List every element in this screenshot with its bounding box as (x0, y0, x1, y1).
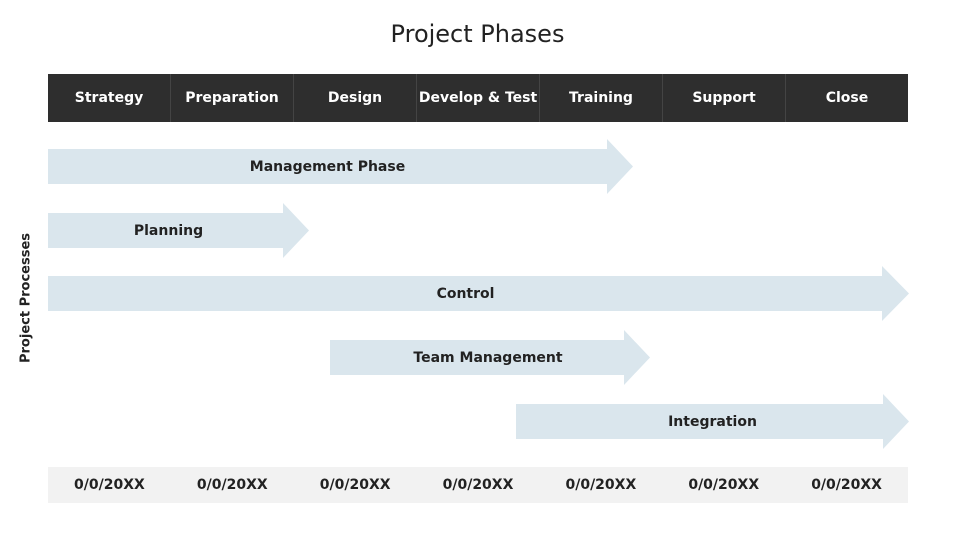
arrow-integration: Integration (516, 394, 909, 449)
arrow-team-management: Team Management (330, 330, 650, 385)
date-cell: 0/0/20XX (74, 477, 145, 493)
arrow-planning: Planning (48, 203, 309, 258)
arrow-label: Planning (133, 222, 204, 239)
arrow-label: Team Management (413, 349, 563, 366)
y-axis-label: Project Processes (18, 232, 34, 364)
date-cell: 0/0/20XX (811, 477, 882, 493)
phase-support: Support (663, 74, 786, 122)
date-cell: 0/0/20XX (319, 477, 391, 493)
date-cell: 0/0/20XX (565, 477, 637, 493)
arrow-label: Management Phase (249, 158, 406, 175)
arrow-management-phase: Management Phase (48, 139, 633, 194)
page-title: Project Phases (390, 20, 565, 48)
arrow-label: Control (436, 285, 495, 302)
phase-close: Close (825, 90, 869, 106)
phase-training: Training (540, 74, 663, 122)
phase-strategy: Strategy (48, 74, 171, 122)
arrow-label: Integration (668, 413, 757, 430)
arrow-control: Control (48, 266, 909, 321)
phase-header: Strategy Preparation Design Develop & Te… (48, 74, 908, 122)
date-cell: 0/0/20XX (196, 477, 268, 493)
phase-develop-test: Develop & Test (417, 74, 540, 122)
date-cell: 0/0/20XX (442, 477, 514, 493)
phase-preparation: Preparation (171, 74, 294, 122)
date-cell: 0/0/20XX (688, 477, 760, 493)
date-row: 0/0/20XX 0/0/20XX 0/0/20XX 0/0/20XX 0/0/… (48, 467, 908, 503)
phase-design: Design (294, 74, 417, 122)
